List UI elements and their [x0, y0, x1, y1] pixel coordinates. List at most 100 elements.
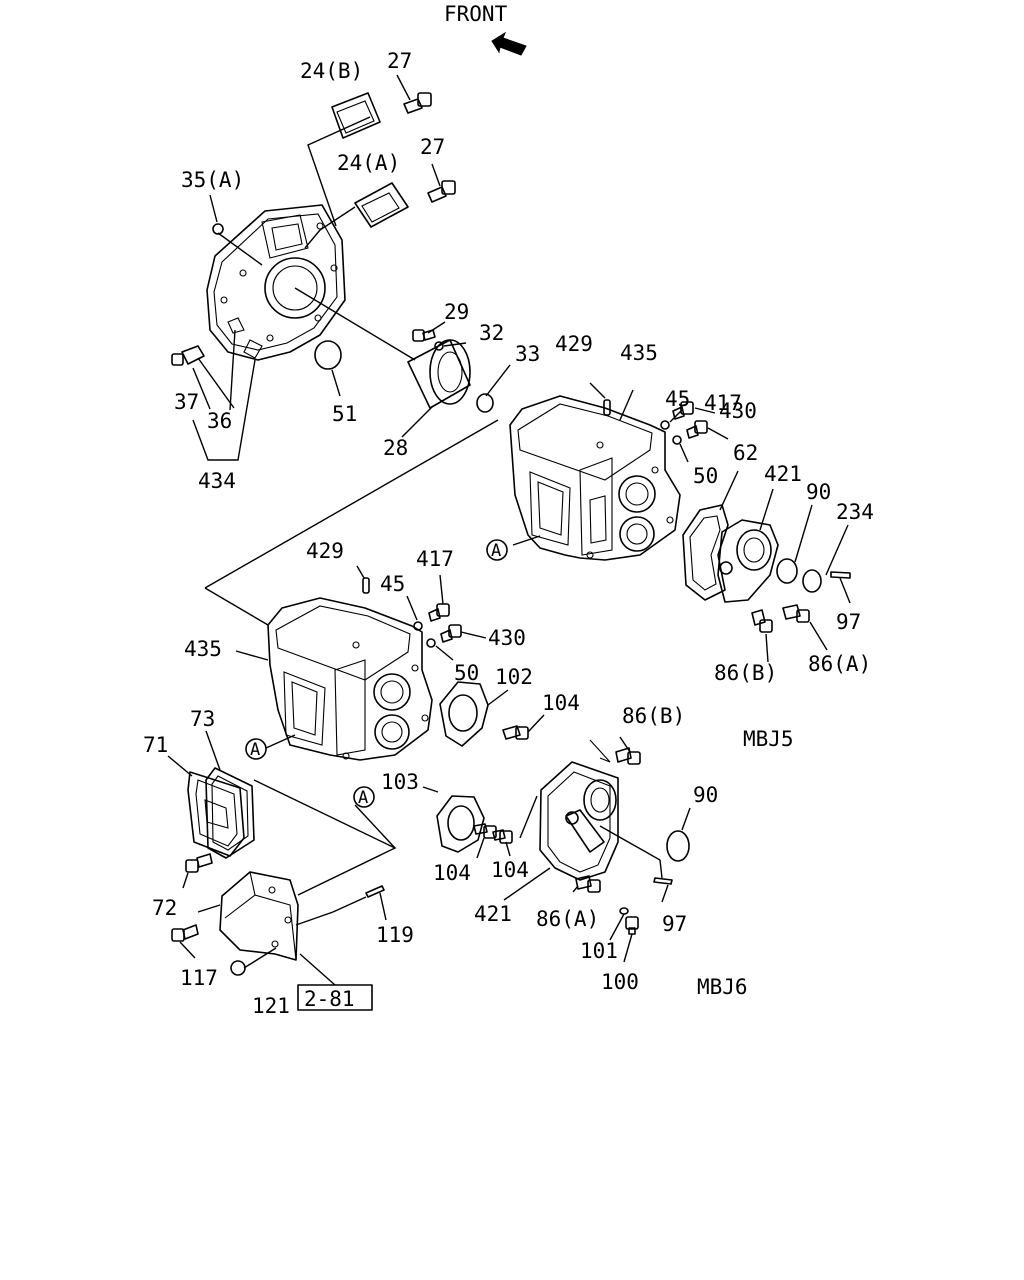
plug-417-upper	[672, 401, 694, 420]
callout-label: 50	[454, 661, 479, 685]
callout-label: 102	[495, 665, 533, 689]
callout-label: 37	[174, 390, 199, 414]
callout-label: 45	[380, 572, 405, 596]
callout-label: 45	[665, 387, 690, 411]
callout-label: 104	[542, 691, 580, 715]
callout-label: 71	[143, 733, 168, 757]
assembly-code-upper: MBJ5	[743, 727, 794, 751]
bearing-retainer-102	[439, 681, 489, 747]
callout-label: 86(B)	[622, 704, 685, 728]
callout-label: 104	[433, 861, 471, 885]
washer-45-upper	[660, 420, 670, 430]
svg-text:A: A	[358, 788, 368, 808]
assembly-code-lower: MBJ6	[697, 975, 748, 999]
plug-417-lower	[428, 603, 450, 622]
washer-50-upper	[672, 435, 682, 445]
washer-101	[619, 907, 629, 915]
seal-33	[476, 393, 494, 413]
callout-label: 100	[601, 970, 639, 994]
front-cover-28	[407, 339, 471, 409]
bolt-86a-lower	[575, 875, 601, 893]
callout-label: 421	[764, 462, 802, 486]
bolt-86a-upper	[782, 604, 810, 623]
dowel-429-lower	[362, 577, 370, 594]
callout-label: 121	[252, 994, 290, 1018]
washer-32	[434, 341, 444, 351]
callout-label: 429	[555, 332, 593, 356]
circle-marker-a-upper: A	[486, 539, 508, 561]
bolt-86b-upper	[751, 609, 773, 633]
callout-label: 417	[416, 547, 454, 571]
seal-90-upper	[776, 558, 798, 584]
transmission-case-upper	[509, 395, 681, 561]
svg-text:A: A	[491, 541, 501, 561]
callout-label: 435	[620, 341, 658, 365]
bearing-retainer-103	[436, 795, 485, 853]
callout-label: 62	[733, 441, 758, 465]
extension-bracket-119	[219, 871, 299, 961]
rear-cover-421-lower	[539, 739, 619, 881]
bolt-27-lower	[427, 180, 456, 203]
seal-90-lower	[666, 830, 690, 862]
callout-label: 234	[836, 500, 874, 524]
plug-100	[625, 916, 639, 935]
clutch-housing	[206, 204, 346, 361]
rear-cover-421-upper	[717, 519, 779, 603]
bolt-29	[412, 329, 436, 342]
svg-text:A: A	[250, 740, 260, 760]
callout-label: 33	[515, 342, 540, 366]
plug-430-lower	[440, 624, 462, 643]
callout-label: 101	[580, 939, 618, 963]
callout-label: 29	[444, 300, 469, 324]
callout-label: 435	[184, 637, 222, 661]
plug-37	[171, 345, 205, 366]
stud-97-lower	[653, 877, 673, 885]
gasket-73	[205, 767, 255, 859]
inspection-cover-24b	[331, 92, 381, 139]
callout-label: 97	[662, 912, 687, 936]
transmission-case-lower	[267, 597, 433, 761]
nut-121	[230, 960, 246, 976]
inspection-cover-24a	[354, 182, 409, 228]
callout-label: 434	[198, 469, 236, 493]
bolt-72	[185, 853, 213, 873]
callout-label: 86(B)	[714, 661, 777, 685]
callout-label: 73	[190, 707, 215, 731]
seal-51	[314, 340, 342, 370]
bolt-117	[171, 924, 199, 942]
bolt-86b-lower	[615, 747, 641, 765]
gasket-62	[682, 504, 729, 601]
callout-label: 24(A)	[337, 151, 400, 175]
callout-label: 90	[806, 480, 831, 504]
callout-label: 24(B)	[300, 59, 363, 83]
callout-label: 430	[719, 399, 757, 423]
callout-label: 50	[693, 464, 718, 488]
front-label: FRONT	[444, 2, 508, 26]
callout-label: 103	[381, 770, 419, 794]
callout-label: 86(A)	[536, 907, 599, 931]
svg-text:2-81: 2-81	[304, 987, 355, 1011]
callout-label: 429	[306, 539, 344, 563]
ring-234	[802, 569, 822, 593]
top-cover-71	[187, 771, 245, 857]
nut-35a	[212, 223, 224, 235]
callout-label: 27	[387, 49, 412, 73]
callout-label: 51	[332, 402, 357, 426]
callout-label: 90	[693, 783, 718, 807]
callout-label: 86(A)	[808, 652, 871, 676]
callout-label: 430	[488, 626, 526, 650]
callout-label: 27	[420, 135, 445, 159]
callout-label: 421	[474, 902, 512, 926]
front-arrow-icon	[491, 31, 527, 56]
part-callouts: 24(B) 27 24(A) 27 35(A) 29 32 33 51 28 3…	[143, 49, 874, 1018]
plug-430-upper	[686, 420, 708, 439]
callout-label: 104	[491, 858, 529, 882]
callout-label: 417	[704, 391, 742, 415]
washer-50-lower	[426, 638, 436, 648]
reference-box[interactable]: 2-81	[297, 984, 373, 1011]
stud-119	[365, 885, 385, 898]
callout-label: 72	[152, 896, 177, 920]
leader-lines	[167, 74, 851, 986]
bolt-27-upper	[403, 92, 432, 114]
stud-97-upper	[830, 571, 851, 579]
